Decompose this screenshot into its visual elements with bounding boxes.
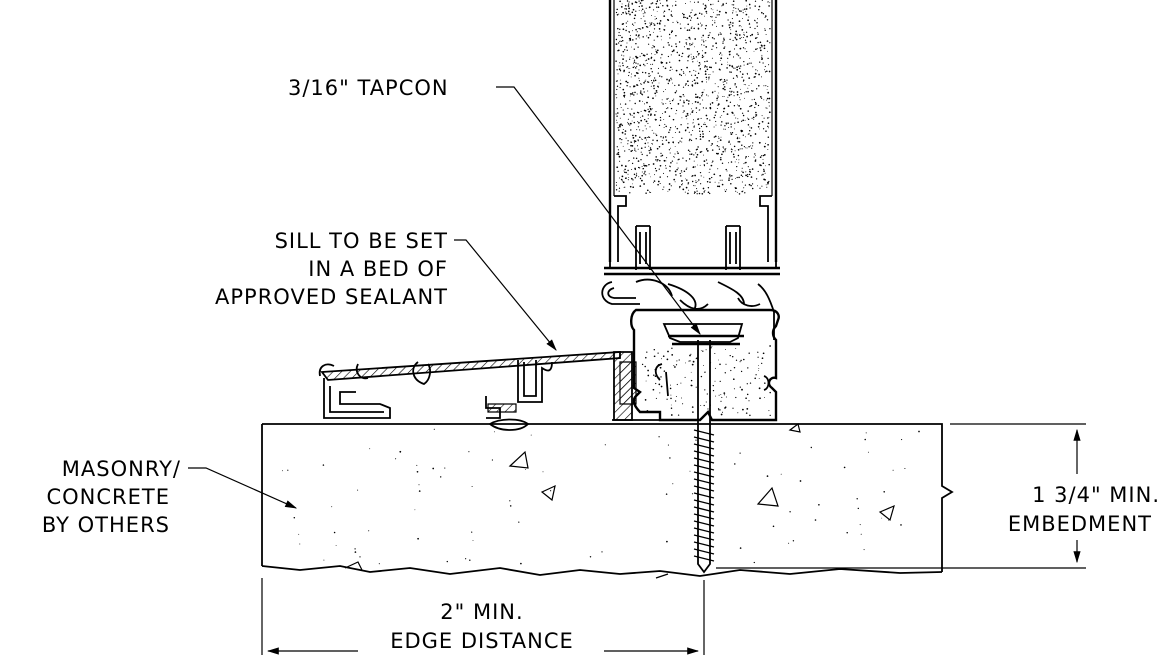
concrete-aggregate-speckles bbox=[281, 428, 920, 565]
aggregate-triangle bbox=[878, 504, 895, 522]
threshold-fill-speckles bbox=[641, 345, 771, 417]
embedment-label-line-1: 1 3/4" MIN. bbox=[1032, 483, 1160, 507]
concrete-slab bbox=[261, 422, 954, 579]
aggregate-triangle bbox=[756, 486, 779, 507]
edge-label-line-1: 2" MIN. bbox=[440, 600, 523, 624]
sill-label-line-1: SILL TO BE SET bbox=[275, 229, 448, 253]
sill bbox=[318, 351, 680, 431]
aggregate-mark bbox=[655, 573, 669, 579]
tapcon-leader bbox=[496, 86, 701, 335]
masonry-label-line-2: CONCRETE bbox=[46, 485, 170, 509]
leaders bbox=[188, 86, 701, 509]
aggregate-triangle bbox=[344, 561, 363, 571]
sill-label-line-2: IN A BED OF bbox=[308, 257, 448, 281]
embedment-label-line-2: EMBEDMENT bbox=[1008, 512, 1152, 536]
aggregate-triangle bbox=[788, 422, 801, 433]
masonry-label-line-1: MASONRY/ bbox=[62, 457, 181, 481]
masonry-label-line-3: BY OTHERS bbox=[42, 513, 170, 537]
dimension-lines bbox=[261, 423, 1086, 655]
threshold-receptor bbox=[630, 308, 780, 422]
door-sweep-gasket bbox=[601, 278, 775, 340]
edge-label-line-2: EDGE DISTANCE bbox=[390, 629, 574, 653]
panel-foam-core bbox=[615, 0, 771, 195]
screw-threads bbox=[693, 429, 715, 562]
aggregate-triangle bbox=[540, 484, 556, 502]
sill-label-line-3: APPROVED SEALANT bbox=[215, 285, 448, 309]
tapcon-screw bbox=[693, 340, 715, 574]
annotations: 3/16" TAPCON SILL TO BE SET IN A BED OF … bbox=[42, 76, 1160, 653]
tapcon-label: 3/16" TAPCON bbox=[288, 76, 449, 100]
sill-leader bbox=[454, 239, 557, 351]
aggregate-triangle bbox=[508, 450, 529, 469]
door-panel bbox=[604, 0, 780, 276]
masonry-leader bbox=[188, 467, 298, 509]
